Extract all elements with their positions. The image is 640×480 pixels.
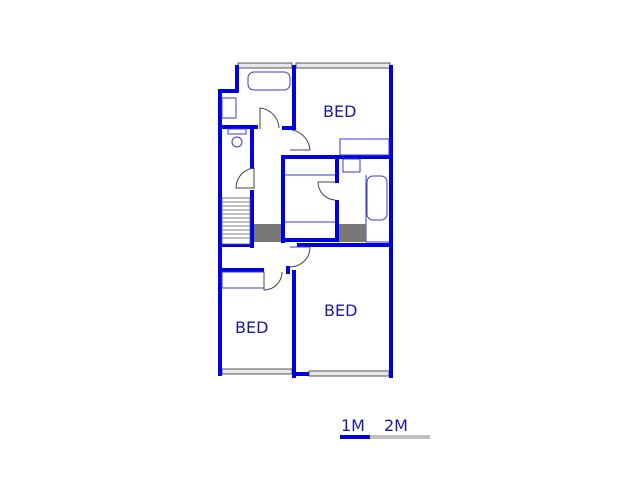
scale-segment-filled xyxy=(340,435,370,439)
bathtub-2 xyxy=(366,175,388,221)
scale-segment-empty xyxy=(370,435,430,439)
basin xyxy=(221,97,237,119)
scale-label-2m: 2M xyxy=(384,416,408,435)
room-label-bed-top: BED xyxy=(323,102,356,121)
scale-bar: 1M 2M xyxy=(340,416,430,439)
stairs xyxy=(221,197,366,245)
doors xyxy=(235,107,336,291)
scale-label-1m: 1M xyxy=(341,416,365,435)
toilet xyxy=(231,136,243,148)
room-label-bed-right: BED xyxy=(324,301,357,320)
bathtub xyxy=(247,71,291,91)
basin-2 xyxy=(342,158,361,173)
walls xyxy=(218,65,393,378)
fixtures xyxy=(221,71,390,289)
room-label-bed-left: BED xyxy=(235,318,268,337)
